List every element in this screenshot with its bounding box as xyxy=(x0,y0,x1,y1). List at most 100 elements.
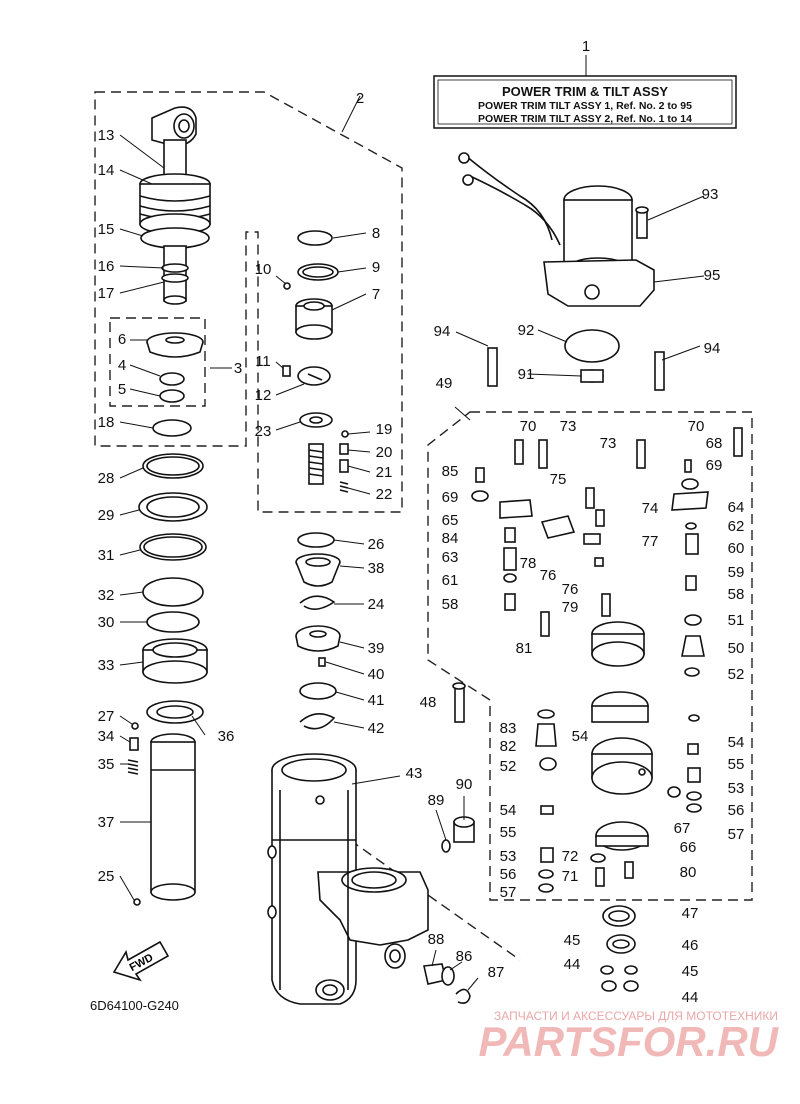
callout-30: 30 xyxy=(98,614,115,631)
callout-73b: 73 xyxy=(600,435,617,452)
callout-32: 32 xyxy=(98,587,115,604)
valve-section xyxy=(452,329,743,992)
callout-74: 74 xyxy=(642,500,659,517)
callout-35: 35 xyxy=(98,756,115,773)
callout-54a: 54 xyxy=(572,728,589,745)
callout-84: 84 xyxy=(442,530,459,547)
callout-64: 64 xyxy=(728,499,745,516)
callout-29: 29 xyxy=(98,507,115,524)
middle-parts xyxy=(282,230,349,730)
callout-42: 42 xyxy=(368,720,385,737)
callout-18: 18 xyxy=(98,414,115,431)
callout-76a: 76 xyxy=(540,567,557,584)
callout-15: 15 xyxy=(98,221,115,238)
callout-31: 31 xyxy=(98,547,115,564)
callout-43: 43 xyxy=(406,765,423,782)
callout-49: 49 xyxy=(436,375,453,392)
callout-55a: 55 xyxy=(728,756,745,773)
callout-51: 51 xyxy=(728,612,745,629)
callout-68: 68 xyxy=(706,435,723,452)
callout-89: 89 xyxy=(428,792,445,809)
callout-69a: 69 xyxy=(442,489,459,506)
title-box-line2: POWER TRIM TILT ASSY 2, Ref. No. 1 to 14 xyxy=(478,113,692,125)
callout-39: 39 xyxy=(368,640,385,657)
watermark-large: PARTSFOR.RU xyxy=(479,1018,780,1065)
callout-36: 36 xyxy=(218,728,235,745)
diagram-code: 6D64100-G240 xyxy=(90,998,179,1013)
callout-76b: 76 xyxy=(562,581,579,598)
callout-67: 67 xyxy=(674,820,691,837)
callout-1: 1 xyxy=(582,38,590,55)
callout-70a: 70 xyxy=(520,418,537,435)
callout-80: 80 xyxy=(680,864,697,881)
callout-73a: 73 xyxy=(560,418,577,435)
callout-19: 19 xyxy=(376,421,393,438)
callout-57a: 57 xyxy=(728,826,745,843)
callout-59: 59 xyxy=(728,564,745,581)
callout-6: 6 xyxy=(118,331,126,348)
callout-37: 37 xyxy=(98,814,115,831)
callout-8: 8 xyxy=(372,225,380,242)
title-box: POWER TRIM & TILT ASSY POWER TRIM TILT A… xyxy=(433,55,737,129)
callout-45b: 45 xyxy=(682,963,699,980)
callout-57b: 57 xyxy=(500,884,517,901)
callout-2: 2 xyxy=(356,90,364,107)
motor-assembly xyxy=(458,152,655,307)
callout-38: 38 xyxy=(368,560,385,577)
callout-52a: 52 xyxy=(728,666,745,683)
callout-11: 11 xyxy=(255,353,271,370)
callout-81: 81 xyxy=(516,640,533,657)
callout-9: 9 xyxy=(372,259,380,276)
callout-52b: 52 xyxy=(500,758,517,775)
callout-28: 28 xyxy=(98,470,115,487)
fwd-arrow-icon: FWD xyxy=(112,940,170,982)
callout-60: 60 xyxy=(728,540,745,557)
callout-85: 85 xyxy=(442,463,459,480)
callout-71: 71 xyxy=(562,868,579,885)
callout-23: 23 xyxy=(255,423,272,440)
callout-26: 26 xyxy=(368,536,385,553)
callout-87: 87 xyxy=(488,964,505,981)
callout-77: 77 xyxy=(642,533,659,550)
callout-65: 65 xyxy=(442,512,459,529)
callout-33: 33 xyxy=(98,657,115,674)
callout-50: 50 xyxy=(728,640,745,657)
callout-17: 17 xyxy=(98,285,115,302)
cylinder-body xyxy=(267,753,475,1005)
callout-24: 24 xyxy=(368,596,385,613)
callout-53b: 53 xyxy=(500,848,517,865)
callout-44a: 44 xyxy=(564,956,581,973)
callout-4: 4 xyxy=(118,357,126,374)
callout-46: 46 xyxy=(682,937,699,954)
callout-83: 83 xyxy=(500,720,517,737)
title-box-heading: POWER TRIM & TILT ASSY xyxy=(502,84,668,99)
callout-91: 91 xyxy=(518,366,535,383)
tilt-rod-assembly xyxy=(127,106,211,906)
callout-27: 27 xyxy=(98,708,115,725)
callout-75: 75 xyxy=(550,471,567,488)
callout-63: 63 xyxy=(442,549,459,566)
callout-66: 66 xyxy=(680,839,697,856)
callout-58b: 58 xyxy=(728,586,745,603)
callout-25: 25 xyxy=(98,868,115,885)
callout-56b: 56 xyxy=(500,866,517,883)
callout-72: 72 xyxy=(562,848,579,865)
callout-48: 48 xyxy=(420,694,437,711)
callout-41: 41 xyxy=(368,692,385,709)
callout-93: 93 xyxy=(702,186,719,203)
callout-95: 95 xyxy=(704,267,721,284)
callout-54c: 54 xyxy=(500,802,517,819)
callout-62: 62 xyxy=(728,518,745,535)
callout-labels: 1 2 3 4 5 6 7 8 9 10 11 12 13 14 15 16 1… xyxy=(98,38,745,1006)
callout-21: 21 xyxy=(376,464,393,481)
callout-82: 82 xyxy=(500,738,517,755)
callout-22: 22 xyxy=(376,486,393,503)
callout-45a: 45 xyxy=(564,932,581,949)
callout-54b: 54 xyxy=(728,734,745,751)
callout-79: 79 xyxy=(562,599,579,616)
callout-7: 7 xyxy=(372,286,380,303)
callout-78: 78 xyxy=(520,555,537,572)
callout-88: 88 xyxy=(428,931,445,948)
callout-53a: 53 xyxy=(728,780,745,797)
